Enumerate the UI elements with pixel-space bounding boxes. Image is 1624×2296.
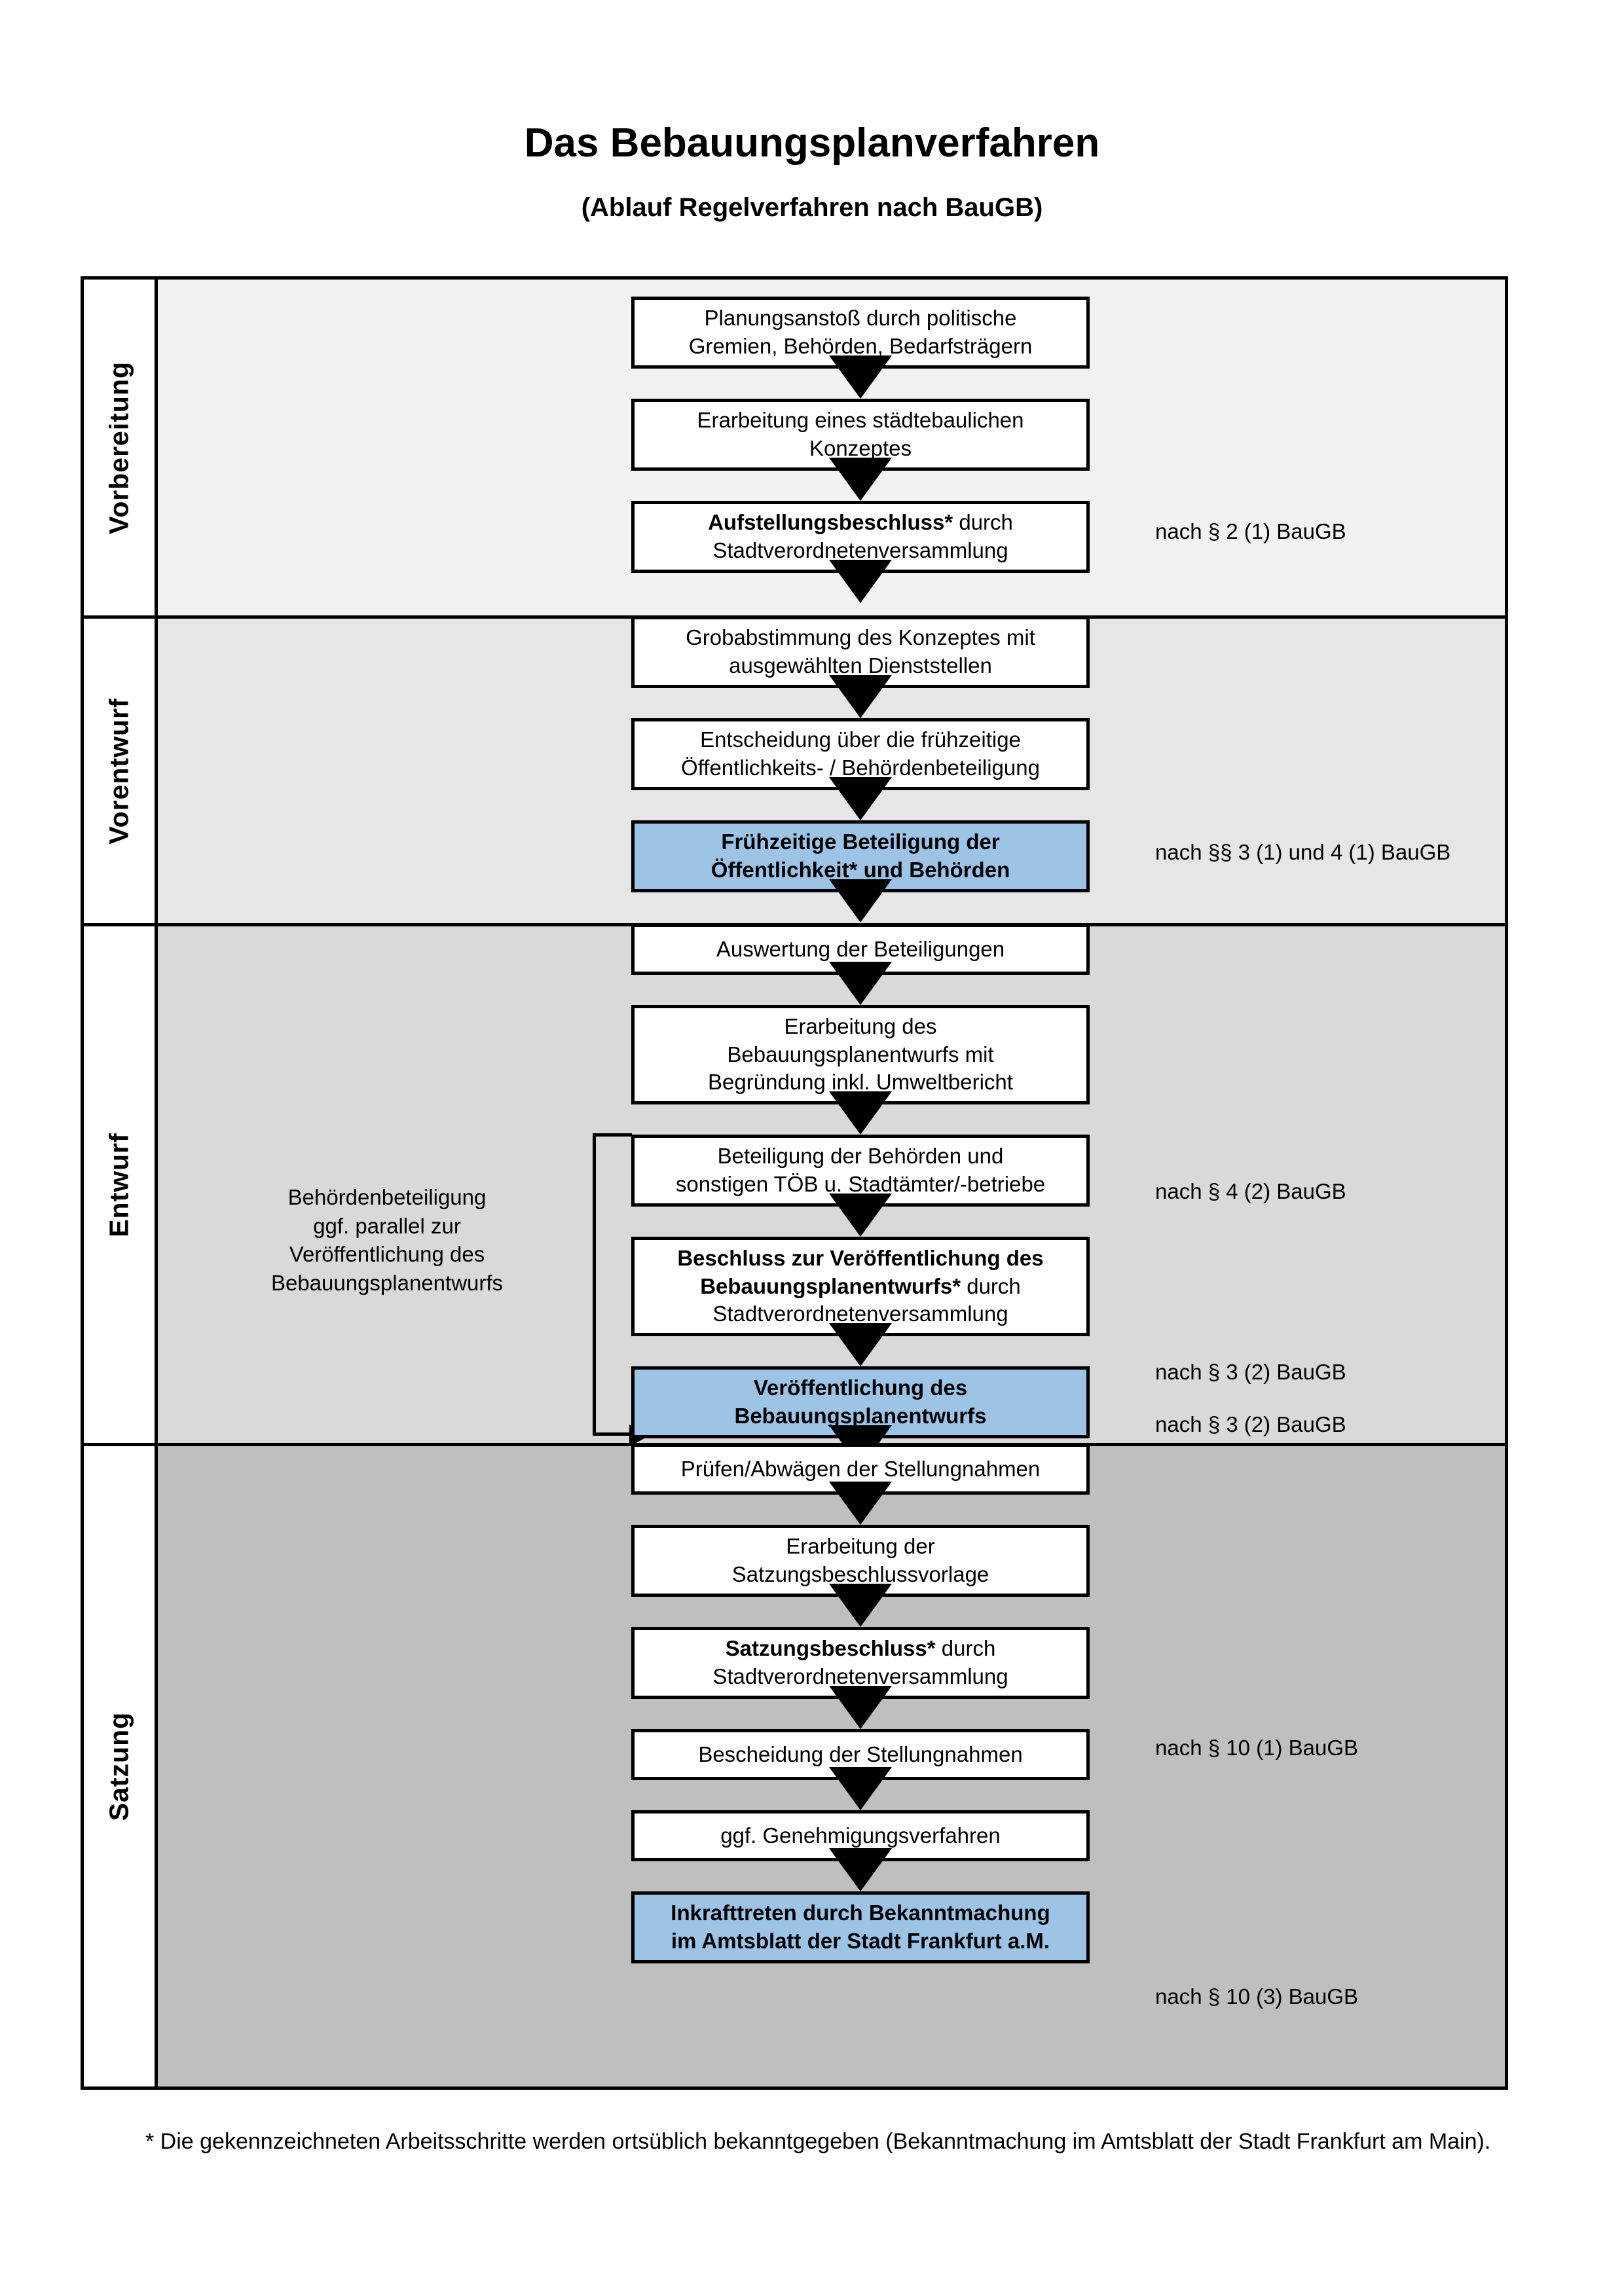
step-text: Entscheidung über die frühzeitige Öffent… <box>681 727 1040 780</box>
law-reference: nach § 10 (1) BauGB <box>1155 1736 1359 1760</box>
phase-satzung: Satzung Prüfen/Abwägen der Stellungnahme… <box>84 1444 1505 2086</box>
flow-column: Grobabstimmung des Konzeptes mit ausgewä… <box>631 616 1090 922</box>
connector-arrow-down-icon <box>631 1780 1090 1810</box>
step-beschluss-veroeffentlichung[interactable]: Beschluss zur Veröffentlichung des Bebau… <box>631 1237 1090 1336</box>
page-header: Das Bebauungsplanverfahren (Ablauf Regel… <box>0 0 1624 223</box>
connector-arrow-down-icon <box>631 1597 1090 1627</box>
connector-arrow-down-icon <box>631 369 1090 399</box>
side-note-behoerdenbeteiligung: Behördenbeteiligung ggf. parallel zur Ve… <box>184 1183 590 1297</box>
phase-body-entwurf: Behördenbeteiligung ggf. parallel zur Ve… <box>158 924 1505 1447</box>
law-reference: nach § 2 (1) BauGB <box>1155 519 1346 543</box>
connector-arrow-down-icon <box>631 688 1090 718</box>
phase-label-satzung: Satzung <box>84 1446 158 2086</box>
side-note-line: ggf. parallel zur <box>313 1213 461 1238</box>
flow-column: Planungsanstoß durch politische Gremien,… <box>631 297 1090 603</box>
phase-body-satzung: Prüfen/Abwägen der Stellungnahmen Erarbe… <box>158 1444 1505 2086</box>
side-note-line: Veröffentlichung des <box>289 1242 485 1267</box>
connector-arrow-down-icon <box>631 1336 1090 1366</box>
law-reference: nach § 4 (2) BauGB <box>1155 1179 1346 1203</box>
phase-label-vorbereitung: Vorbereitung <box>84 280 158 615</box>
connector-arrow-down-icon <box>631 975 1090 1005</box>
phase-label-vorentwurf: Vorentwurf <box>84 619 158 923</box>
step-text: ggf. Genehmigungsverfahren <box>720 1823 1001 1848</box>
phase-label-text: Satzung <box>103 1711 134 1821</box>
connector-arrow-down-icon <box>631 892 1090 922</box>
step-text: Inkrafttreten durch Bekanntmachung im Am… <box>671 1901 1050 1953</box>
connector-arrow-down-icon <box>631 471 1090 501</box>
law-reference: nach § 3 (2) BauGB <box>1155 1360 1346 1384</box>
step-text: Auswertung der Beteiligungen <box>716 936 1005 961</box>
side-note-line: Bebauungsplanentwurfs <box>270 1270 504 1295</box>
phase-label-text: Entwurf <box>103 1132 134 1237</box>
step-erarbeitung-bebauungsplanentwurf[interactable]: Erarbeitung des Bebauungsplanentwurfs mi… <box>631 1005 1090 1104</box>
phase-label-text: Vorbereitung <box>103 361 134 534</box>
connector-arrow-down-icon <box>631 1495 1090 1525</box>
page-subtitle: (Ablauf Regelverfahren nach BauGB) <box>581 193 1043 223</box>
connector-arrow-down-icon <box>631 573 1090 603</box>
step-text: Beteiligung der Behörden und sonstigen T… <box>675 1144 1046 1196</box>
process-flow-diagram: Vorbereitung Planungsanstoß durch politi… <box>81 276 1508 2090</box>
footnote: * Die gekennzeichneten Arbeitsschritte w… <box>145 2129 1491 2154</box>
flow-column: Auswertung der Beteiligungen Erarbeitung… <box>631 924 1090 1468</box>
step-text: Planungsanstoß durch politische Gremien,… <box>688 306 1033 358</box>
connector-arrow-down-icon <box>631 1207 1090 1237</box>
connector-arrow-down-icon <box>631 790 1090 820</box>
step-text: Erarbeitung eines städtebaulichen Konzep… <box>697 408 1024 460</box>
step-text: Grobabstimmung des Konzeptes mit ausgewä… <box>686 625 1035 678</box>
phase-vorentwurf: Vorentwurf Grobabstimmung des Konzeptes … <box>84 616 1505 926</box>
side-note-line: Behördenbeteiligung <box>287 1185 487 1209</box>
phase-entwurf: Entwurf Behördenbeteiligung ggf. paralle… <box>84 924 1505 1447</box>
connector-arrow-down-icon <box>631 1861 1090 1891</box>
flow-column: Prüfen/Abwägen der Stellungnahmen Erarbe… <box>631 1444 1090 1963</box>
step-text: Bescheidung der Stellungnahmen <box>698 1741 1023 1766</box>
step-inkrafttreten[interactable]: Inkrafttreten durch Bekanntmachung im Am… <box>631 1891 1090 1963</box>
law-reference: nach § 3 (2) BauGB <box>1155 1412 1346 1436</box>
bracket-connector <box>593 1133 632 1436</box>
phase-vorbereitung: Vorbereitung Planungsanstoß durch politi… <box>84 280 1505 619</box>
step-text: Prüfen/Abwägen der Stellungnahmen <box>680 1456 1041 1481</box>
phase-body-vorentwurf: Grobabstimmung des Konzeptes mit ausgewä… <box>158 616 1505 923</box>
phase-body-vorbereitung: Planungsanstoß durch politische Gremien,… <box>158 280 1505 615</box>
page-title: Das Bebauungsplanverfahren <box>524 120 1100 166</box>
law-reference: nach §§ 3 (1) und 4 (1) BauGB <box>1155 840 1451 864</box>
step-text: Satzungsbeschluss* durch Stadtverordnete… <box>712 1636 1008 1688</box>
step-text: Frühzeitige Beteiligung der Öffentlichke… <box>710 829 1010 882</box>
step-text: Aufstellungsbeschluss* durch Stadtverord… <box>708 510 1013 562</box>
phase-label-text: Vorentwurf <box>103 697 134 845</box>
connector-arrow-down-icon <box>631 1104 1090 1135</box>
phase-label-entwurf: Entwurf <box>84 926 158 1443</box>
step-text: Beschluss zur Veröffentlichung des Bebau… <box>677 1245 1044 1326</box>
step-staedtebauliches-konzept[interactable]: Erarbeitung eines städtebaulichen Konzep… <box>631 399 1090 471</box>
step-text: Veröffentlichung des Bebauungsplanentwur… <box>734 1376 987 1428</box>
law-reference: nach § 10 (3) BauGB <box>1155 1984 1359 2009</box>
step-text: Erarbeitung der Satzungsbeschlussvorlage <box>731 1534 989 1586</box>
step-text: Erarbeitung des Bebauungsplanentwurfs mi… <box>708 1013 1013 1095</box>
connector-arrow-down-icon <box>631 1699 1090 1729</box>
